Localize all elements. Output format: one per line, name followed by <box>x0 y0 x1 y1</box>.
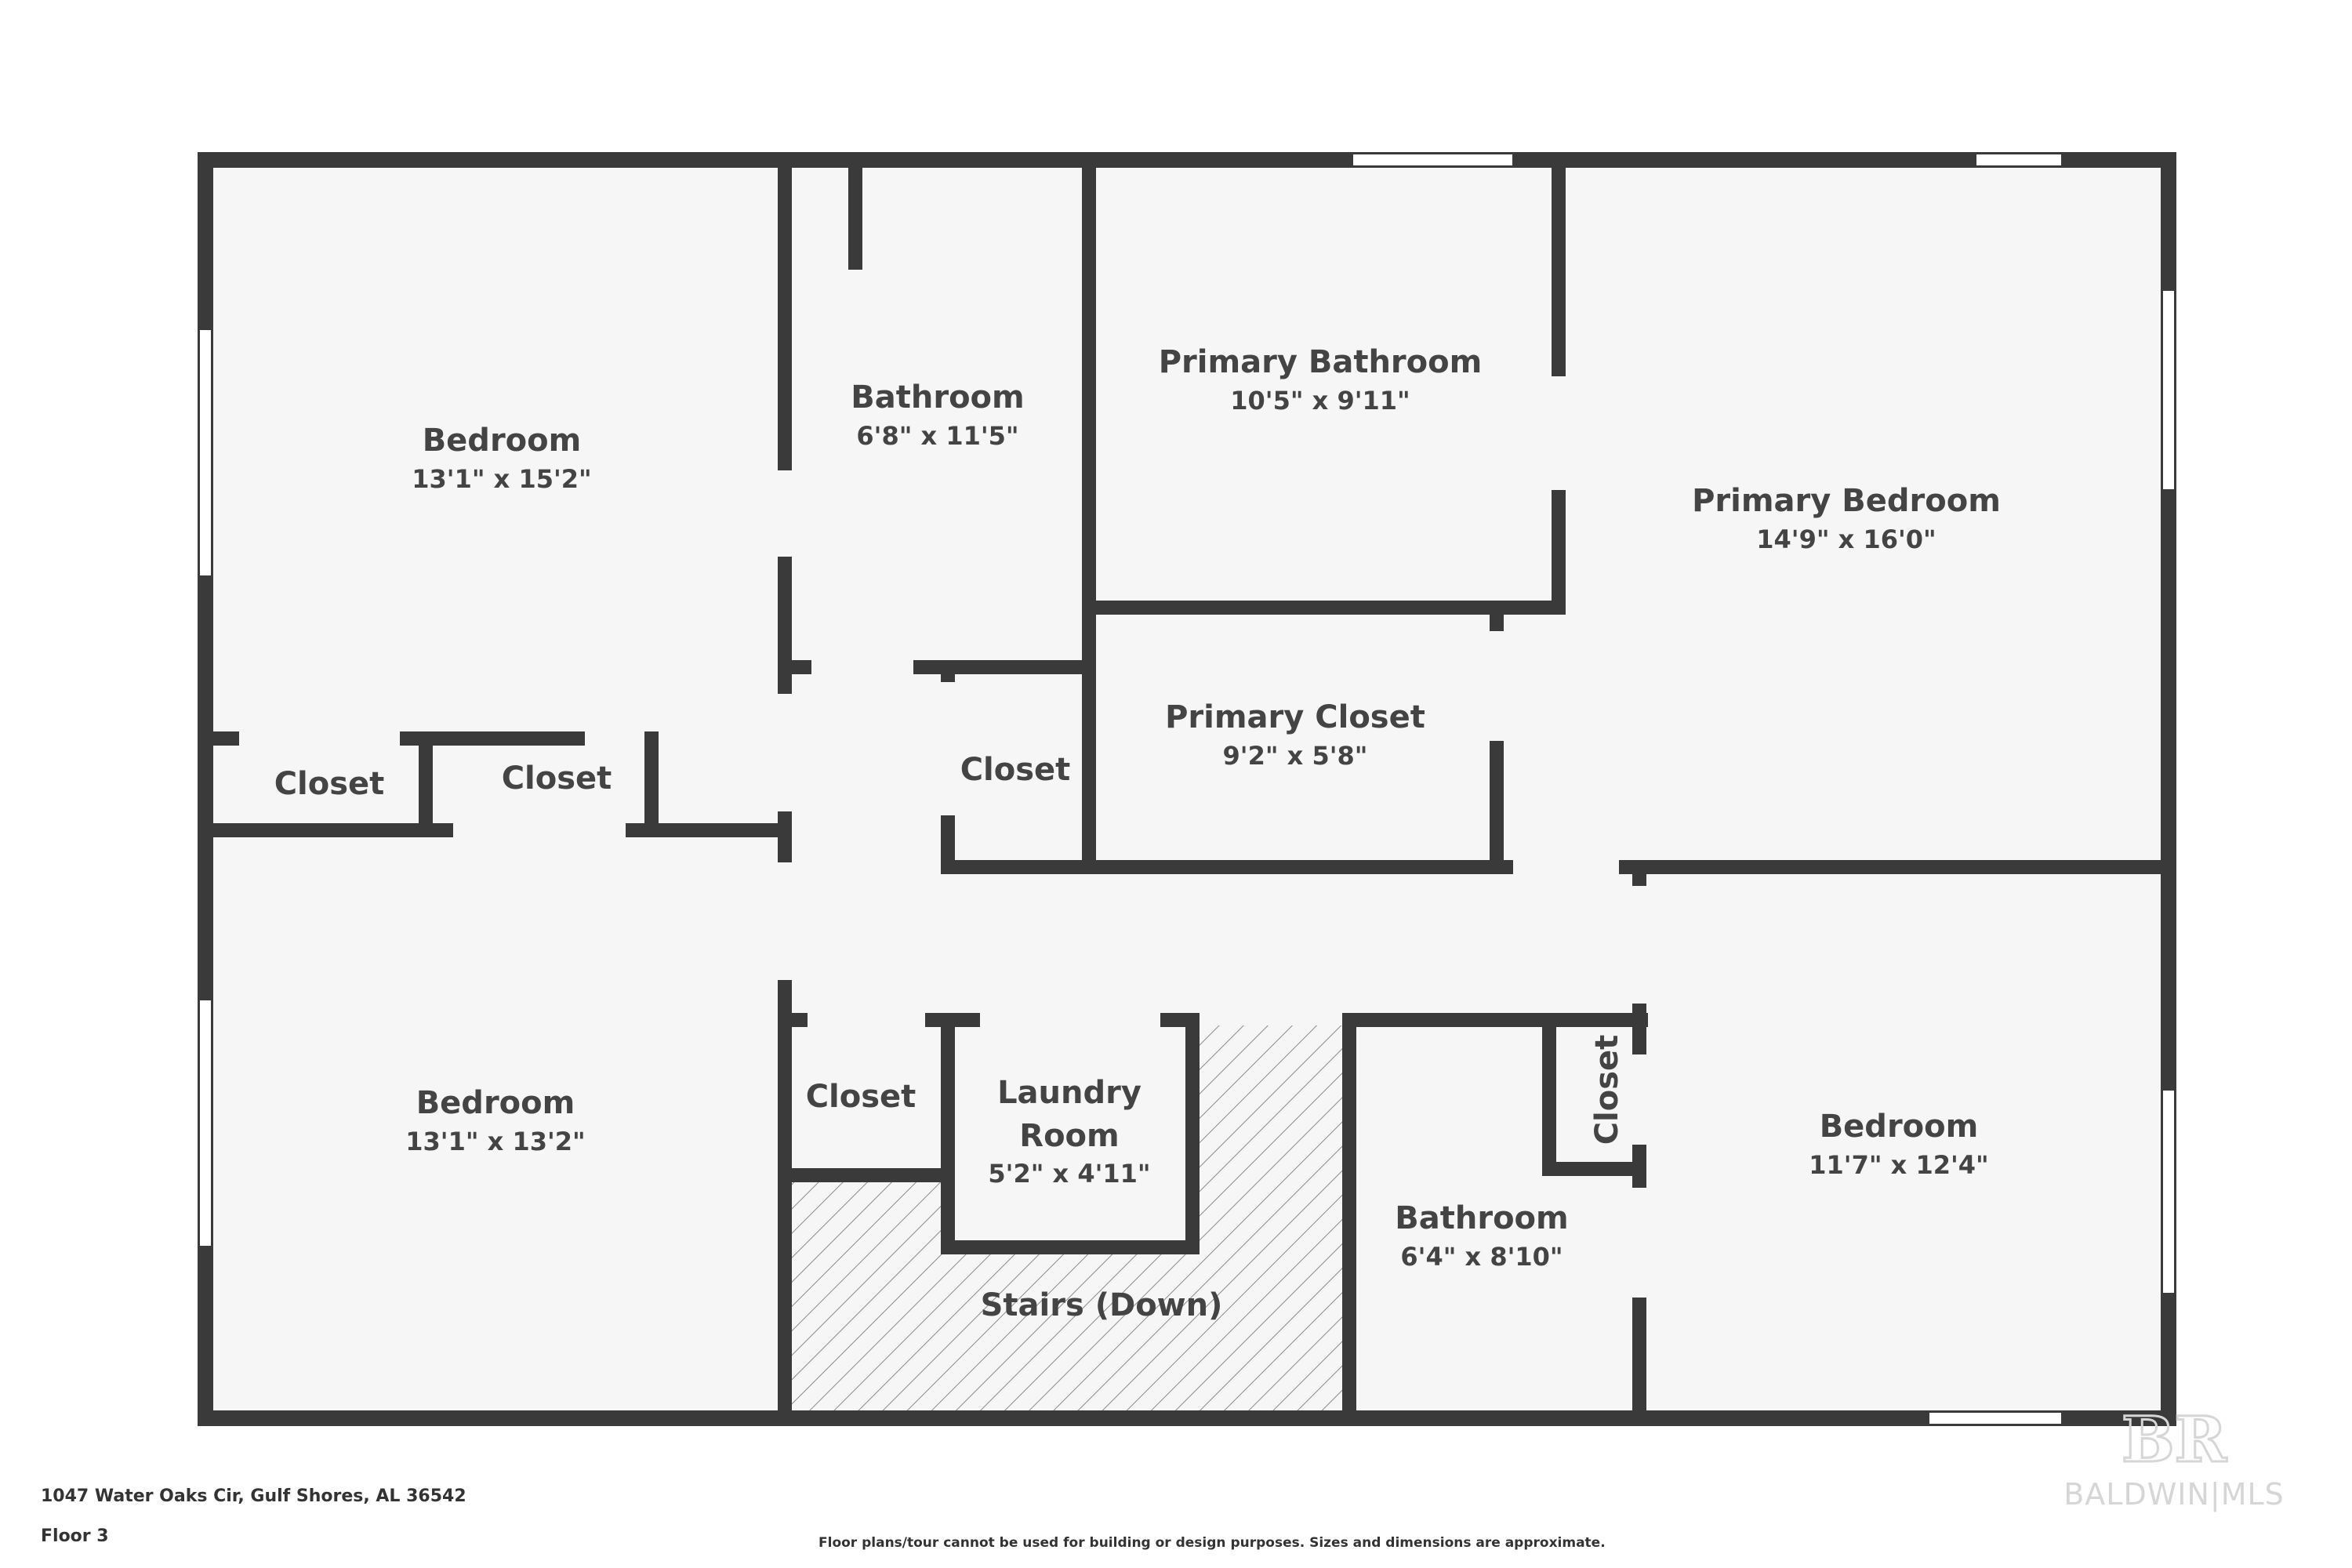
svg-text:BR: BR <box>2122 1405 2227 1475</box>
property-address: 1047 Water Oaks Cir, Gulf Shores, AL 365… <box>41 1486 466 1506</box>
room-name-laundry-line1: Laundry <box>997 1075 1142 1111</box>
baldwin-mls-watermark: BR BALDWIN|MLS <box>2053 1402 2296 1515</box>
room-dims-bedroom-sw: 13'1" x 13'2" <box>405 1127 585 1156</box>
room-dims-bedroom-nw: 13'1" x 15'2" <box>412 464 591 494</box>
windows <box>198 153 2176 1425</box>
room-name-closet-left-b: Closet <box>502 760 612 797</box>
room-dims-primary-bedroom: 14'9" x 16'0" <box>1756 524 1936 554</box>
doorways <box>239 376 1646 1298</box>
room-dims-primary-closet: 9'2" x 5'8" <box>1223 741 1368 771</box>
room-name-bedroom-sw: Bedroom <box>416 1085 575 1121</box>
disclaimer-text: Floor plans/tour cannot be used for buil… <box>818 1535 1606 1551</box>
room-dims-primary-bathroom: 10'5" x 9'11" <box>1230 386 1410 416</box>
watermark-text: BALDWIN|MLS <box>2063 1477 2285 1512</box>
room-name-closet-left-a: Closet <box>274 766 385 802</box>
room-name-primary-closet: Primary Closet <box>1165 699 1425 735</box>
stairs-hatch <box>792 1025 1350 1418</box>
room-labels: Bedroom 13'1" x 15'2" Bathroom 6'8" x 11… <box>274 344 2001 1323</box>
room-name-bedroom-se: Bedroom <box>1820 1109 1979 1145</box>
room-name-closet-bottom: Closet <box>806 1079 916 1115</box>
room-name-laundry-line2: Room <box>1019 1118 1119 1154</box>
floor-label: Floor 3 <box>41 1526 109 1546</box>
br-logo-icon: BR <box>2120 1402 2228 1478</box>
room-name-stairs: Stairs (Down) <box>981 1287 1223 1323</box>
room-name-bathroom-bottom: Bathroom <box>1395 1200 1568 1236</box>
room-dims-bathroom-top: 6'8" x 11'5" <box>856 421 1018 451</box>
room-name-closet-center: Closet <box>960 752 1071 788</box>
room-dims-bedroom-se: 11'7" x 12'4" <box>1809 1150 1988 1180</box>
room-dims-bathroom-bottom: 6'4" x 8'10" <box>1400 1242 1563 1272</box>
room-dims-laundry: 5'2" x 4'11" <box>988 1159 1150 1189</box>
room-name-closet-vertical: Closet <box>1589 1035 1625 1145</box>
room-name-primary-bedroom: Primary Bedroom <box>1692 483 2001 519</box>
room-name-bedroom-nw: Bedroom <box>423 423 582 459</box>
room-name-primary-bathroom: Primary Bathroom <box>1159 344 1483 380</box>
room-name-bathroom-top: Bathroom <box>851 379 1024 416</box>
